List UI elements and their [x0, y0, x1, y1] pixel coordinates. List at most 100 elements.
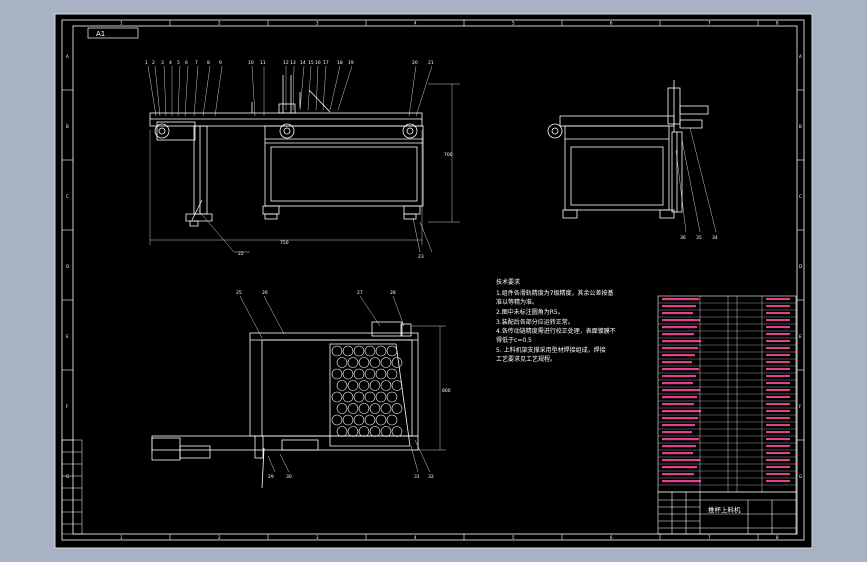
bom-note-mark [766, 298, 790, 300]
bom-note-mark [766, 375, 790, 377]
bom-note-mark [766, 333, 790, 335]
bom-note-mark [766, 403, 790, 405]
bom-part-code-mark [662, 298, 699, 301]
svg-text:F: F [799, 404, 802, 409]
cup-outline [380, 403, 392, 414]
cup-outline [380, 426, 392, 437]
cup-outline [331, 368, 343, 380]
cup-outline [342, 345, 354, 357]
svg-text:7: 7 [708, 21, 711, 26]
svg-text:15: 15 [308, 60, 314, 66]
technical-requirements: 技术要求 1.组件各滑轨精度为7级精度，其余公差按基 准以等精为准。 2.图中未… [496, 278, 616, 363]
svg-text:23: 23 [418, 254, 424, 260]
bom-part-code-mark [662, 305, 696, 308]
cup-outline [375, 345, 387, 357]
front-view [149, 75, 424, 227]
cup-outline [386, 414, 398, 426]
svg-text:工艺要求见工艺规程。: 工艺要求见工艺规程。 [496, 355, 556, 363]
svg-text:10: 10 [248, 60, 254, 66]
svg-text:25: 25 [236, 290, 242, 296]
svg-text:17: 17 [323, 60, 329, 66]
cup-outline [342, 414, 354, 426]
cup-outline [347, 426, 359, 437]
side-view-callout-labels: 36 35 34 [680, 235, 718, 241]
svg-text:11: 11 [260, 60, 266, 66]
bom-note-mark [766, 305, 790, 307]
cup-outline [331, 414, 343, 426]
svg-text:34: 34 [712, 235, 718, 241]
cup-outline [336, 380, 348, 391]
svg-text:32: 32 [428, 474, 434, 480]
bom-part-code-mark [662, 473, 694, 476]
svg-text:29: 29 [268, 474, 274, 480]
cup-outline [386, 345, 398, 357]
svg-text:5. 上料机架支撑采用型材焊接组成，焊接: 5. 上料机架支撑采用型材焊接组成，焊接 [496, 346, 606, 354]
svg-text:5: 5 [177, 60, 180, 66]
svg-text:13: 13 [290, 60, 296, 66]
bom-part-code-mark [662, 354, 695, 357]
bom-note-mark [766, 410, 790, 412]
bom-part-code-mark [662, 480, 701, 483]
svg-text:1: 1 [145, 60, 148, 66]
cup-outline [358, 403, 370, 414]
svg-text:8: 8 [776, 21, 779, 26]
svg-text:1: 1 [120, 535, 123, 540]
side-view-leaders [675, 127, 717, 233]
svg-text:19: 19 [348, 60, 354, 66]
title-block [657, 491, 797, 535]
bom-note-mark [766, 382, 790, 384]
svg-text:7: 7 [708, 535, 711, 540]
cup-outline [347, 403, 359, 414]
cup-outline [347, 357, 359, 368]
cup-outline [358, 357, 370, 368]
svg-text:28: 28 [390, 290, 396, 296]
svg-text:3.装配后各部分应运转正常。: 3.装配后各部分应运转正常。 [496, 318, 574, 326]
bom-part-code-mark [662, 466, 697, 469]
svg-text:21: 21 [428, 60, 434, 66]
cup-outline [364, 414, 376, 426]
svg-text:6: 6 [610, 535, 613, 540]
cup-outline [369, 426, 381, 437]
bom-part-code-mark [662, 319, 700, 322]
cup-outline [342, 391, 354, 403]
side-view [547, 80, 709, 219]
bom-part-code-mark [662, 424, 695, 427]
cup-outline [369, 357, 381, 368]
cup-outline [386, 391, 398, 403]
bom-note-mark [766, 368, 790, 370]
bom-part-code-mark [662, 403, 694, 406]
cup-outline [391, 357, 403, 368]
bom-part-code-mark [662, 389, 700, 392]
cup-outline [353, 345, 365, 357]
drawing-title: 推杯上料机 [708, 505, 741, 514]
svg-text:22: 22 [238, 251, 244, 257]
svg-text:2: 2 [218, 21, 221, 26]
dim-length: 750 [280, 240, 289, 246]
bom-note-mark [766, 431, 790, 433]
bom-part-code-mark [662, 396, 697, 399]
svg-text:2: 2 [152, 60, 155, 66]
bom-part-code-mark [662, 333, 694, 336]
plan-view-leaders [239, 295, 446, 473]
bom-part-code-mark [662, 431, 692, 434]
svg-text:E: E [66, 334, 69, 339]
bom-part-code-mark [662, 312, 693, 315]
cup-outline [353, 391, 365, 403]
plan-view-callout-labels: 25 26 27 28 29 30 31 32 800 [236, 290, 451, 480]
size-tag: A1 [87, 27, 139, 39]
svg-text:20: 20 [412, 60, 418, 66]
bom-table [657, 295, 797, 493]
svg-text:得低于c=0.5: 得低于c=0.5 [496, 336, 532, 344]
cup-outline [342, 368, 354, 380]
svg-text:14: 14 [300, 60, 306, 66]
plan-view-cups [331, 345, 403, 437]
cup-outline [369, 380, 381, 391]
cup-outline [358, 380, 370, 391]
svg-text:30: 30 [286, 474, 292, 480]
cup-outline [369, 403, 381, 414]
bom-part-code-mark [662, 375, 696, 378]
cup-outline [353, 414, 365, 426]
svg-text:2: 2 [218, 535, 221, 540]
cup-outline [391, 426, 403, 437]
bom-note-mark [766, 389, 790, 391]
